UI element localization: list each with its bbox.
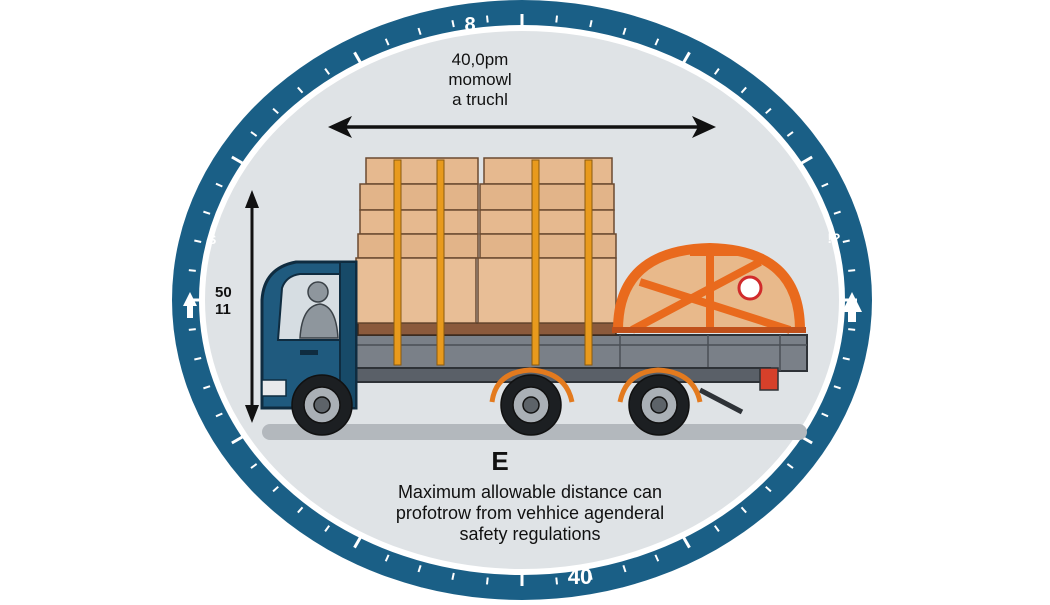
- dial-tick: [713, 68, 720, 75]
- dial-tick: [231, 435, 244, 445]
- dial-tick: [384, 38, 390, 46]
- dial-tick: [194, 357, 202, 361]
- dial-tick: [589, 572, 593, 580]
- fender: [489, 367, 575, 403]
- dial-tick: [485, 577, 489, 585]
- distance-label-line: momowl: [448, 70, 512, 89]
- dial-top-number: 8: [464, 14, 476, 36]
- distance-label: 40,0pm momowl a truchl: [395, 50, 565, 110]
- dial-tick: [353, 51, 362, 64]
- dial-tick: [848, 269, 856, 272]
- dial-tick: [740, 506, 747, 514]
- dial-tick: [194, 239, 202, 243]
- wheels: [291, 374, 690, 436]
- dial-tick: [786, 131, 794, 137]
- dial-tick: [555, 577, 559, 585]
- dial-tick: [765, 485, 772, 493]
- distance-label-line: 40,0pm: [451, 50, 509, 69]
- dial-right-mark: !?: [827, 230, 841, 246]
- dial-tick: [622, 27, 627, 35]
- dial-tick: [833, 385, 841, 390]
- caption-line: safety regulations: [459, 524, 601, 544]
- dial-tick: [786, 463, 794, 469]
- dial-tick: [765, 107, 772, 115]
- dial-tick: [848, 328, 856, 331]
- dial-tick: [485, 15, 489, 23]
- dial-tick: [384, 554, 390, 562]
- dial-tick: [821, 182, 829, 188]
- height-label-line: 50: [215, 284, 232, 301]
- wheel: [291, 374, 353, 436]
- dial-tick: [842, 357, 850, 361]
- dial-left-mark: S: [207, 232, 217, 247]
- height-label-line: 11: [215, 301, 231, 318]
- dome-cargo: [612, 242, 806, 334]
- center-letter: E: [491, 446, 509, 476]
- caption-line: Maximum allowable distance can: [397, 482, 663, 502]
- dial-tick: [417, 565, 422, 573]
- dial-tick: [740, 86, 747, 94]
- dial-tick: [682, 51, 691, 64]
- dial-tick: [654, 38, 660, 46]
- dial-tick: [324, 525, 331, 532]
- dial-tick: [231, 155, 244, 165]
- caption-line: profotrow from vehhice agenderal: [395, 503, 665, 523]
- dial-tick: [589, 20, 593, 28]
- dial-tick: [800, 155, 813, 165]
- caption: Maximum allowable distance can profotrow…: [300, 482, 760, 545]
- dial-tick: [215, 412, 223, 418]
- dial-tick: [188, 269, 196, 272]
- dial-tick: [188, 328, 196, 331]
- dial-tick: [297, 86, 304, 94]
- dial-tick: [250, 131, 258, 137]
- distance-label-line: a truchl: [452, 90, 508, 109]
- dial-tick: [272, 485, 279, 493]
- dial-tick: [821, 412, 829, 418]
- dial-tick: [203, 385, 211, 390]
- dial-tick: [417, 27, 422, 35]
- dial-tick: [713, 525, 720, 532]
- wheel: [628, 374, 690, 436]
- dial-tick: [215, 182, 223, 188]
- dial-tick: [654, 554, 660, 562]
- warning-sign-icon: [737, 275, 763, 301]
- dial-tick: [682, 536, 691, 549]
- cargo-straps: [393, 159, 593, 366]
- dial-bottom-number: 40: [567, 564, 593, 589]
- height-label: 50 11: [215, 284, 255, 318]
- dial-tick: [353, 536, 362, 549]
- dial-tick: [250, 463, 258, 469]
- vertical-dimension-arrow: [245, 190, 259, 423]
- dial-tick: [622, 565, 627, 573]
- crate-stack: [355, 157, 617, 324]
- fender: [617, 367, 703, 403]
- dial-tick: [297, 506, 304, 514]
- arrow-up-icon: [842, 292, 862, 322]
- dial-tick: [842, 239, 850, 243]
- dial-tick: [451, 20, 455, 28]
- dial-tick: [272, 107, 279, 115]
- arrow-up-icon: [183, 292, 197, 318]
- horizontal-dimension-arrow: [328, 116, 716, 138]
- dial-tick: [451, 572, 455, 580]
- driver-icon: [299, 281, 339, 339]
- dial-tick: [833, 210, 841, 215]
- dial-tick: [324, 68, 331, 75]
- dial-tick: [555, 15, 559, 23]
- wheel: [500, 374, 562, 436]
- dial-tick: [203, 210, 211, 215]
